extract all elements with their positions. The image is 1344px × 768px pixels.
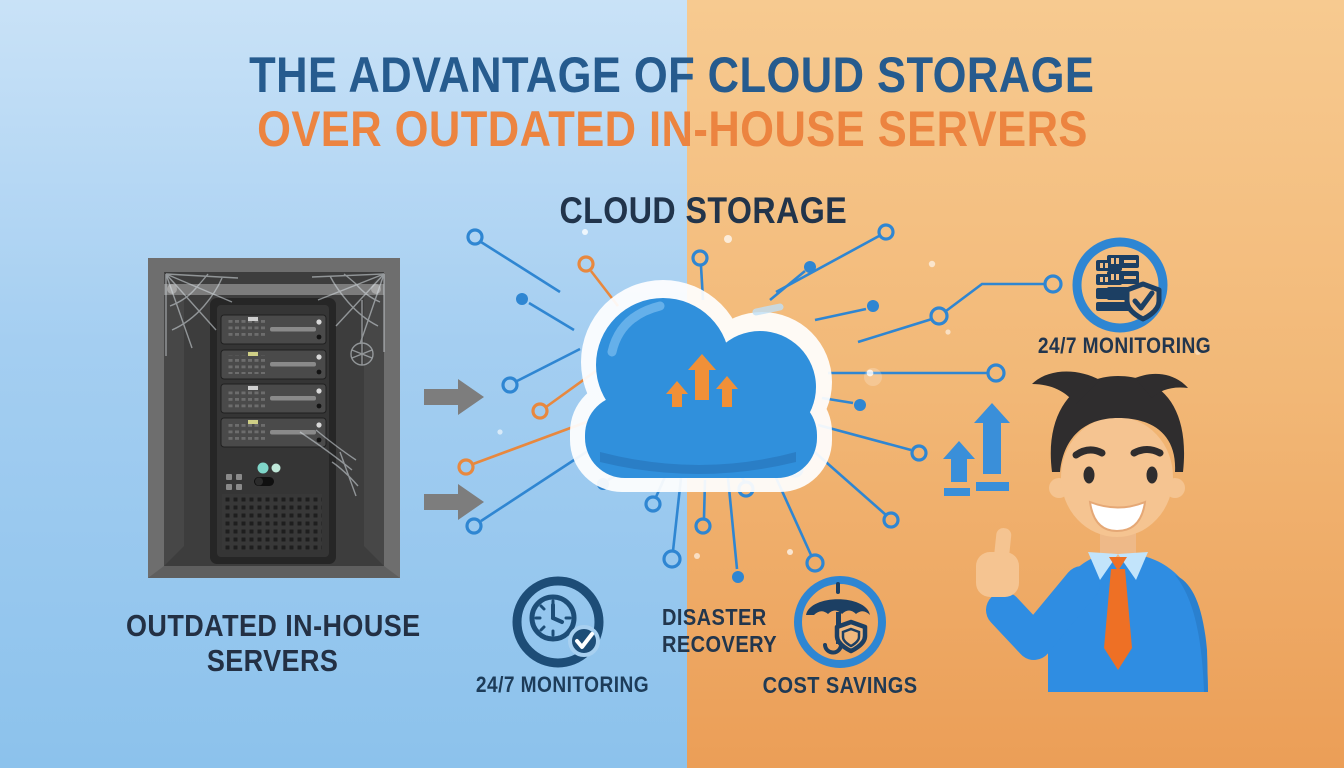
server-rack-illustration [148, 258, 400, 578]
sparkle-dots [497, 229, 1201, 559]
monitoring-bottom-label: 24/7 MONITORING [475, 672, 650, 697]
spider-web-icon [165, 273, 385, 497]
upload-arrows-icon [666, 354, 738, 407]
main-title-line1: THE ADVANTAGE OF CLOUD STORAGE [249, 47, 1095, 103]
thumbs-up-hand [976, 528, 1019, 597]
cost-savings-label: COST SAVINGS [763, 672, 918, 698]
server-lower-panel [222, 462, 322, 550]
server-units [220, 314, 327, 448]
cloud-icon [570, 280, 832, 492]
thumbs-up-man [976, 371, 1208, 692]
server-stack-shield-check-icon [1072, 237, 1168, 333]
growth-arrows-icon [943, 403, 1010, 496]
umbrella-shield-icon [794, 576, 886, 668]
migration-arrows [424, 379, 484, 520]
tie [1104, 557, 1132, 670]
disaster-recovery-label: DISASTER RECOVERY [662, 604, 778, 658]
monitoring-top-label: 24/7 MONITORING [1038, 333, 1212, 358]
outdated-servers-label: OUTDATED IN-HOUSE SERVERS [125, 608, 421, 679]
clock-check-icon [512, 576, 604, 668]
cloud-highlight [607, 301, 665, 357]
cloud-storage-heading: CLOUD STORAGE [559, 190, 847, 231]
cloud-shadow [600, 452, 796, 474]
main-title-line2: OVER OUTDATED IN-HOUSE SERVERS [256, 101, 1088, 157]
